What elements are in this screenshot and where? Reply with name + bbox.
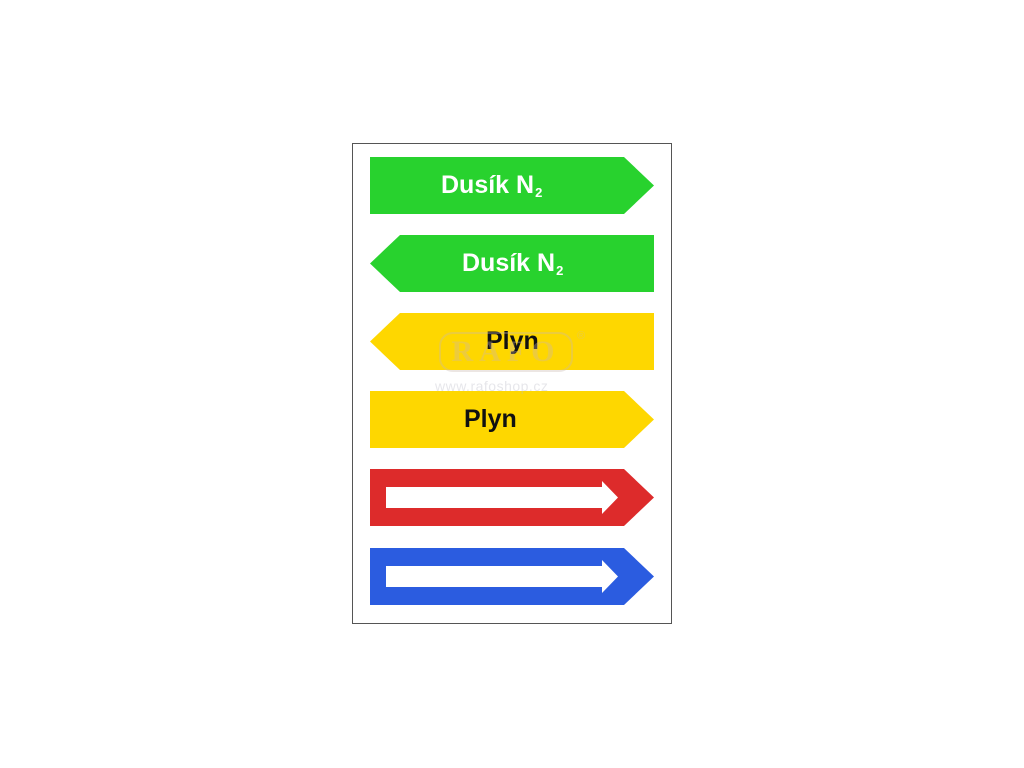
tag-text: Plyn (464, 405, 517, 433)
tag-text: Plyn (486, 327, 539, 355)
pipe-label-red-arrow (370, 469, 654, 526)
registered-mark: ® (577, 330, 586, 342)
pipe-label-nitrogen-right: Dusík N2 (370, 157, 654, 214)
pipe-label-blue-arrow (370, 548, 654, 605)
tag-arrow-shape (370, 313, 654, 370)
pipe-label-gas-left: Plyn (370, 313, 654, 370)
flow-arrow-icon (386, 481, 618, 514)
pipe-label-gas-right: Plyn (370, 391, 654, 448)
watermark: RAFO ® www.rafoshop.cz (435, 330, 605, 402)
tag-text: Dusík N2 (441, 171, 543, 200)
label-sheet: Dusík N2 Dusík N2 Plyn Plyn RAFO ® (352, 143, 672, 624)
tag-arrow-shape (370, 235, 654, 292)
tag-arrow-shape (370, 548, 654, 605)
watermark-logo: RAFO (439, 332, 573, 372)
tag-arrow-shape (370, 469, 654, 526)
tag-arrow-shape (370, 391, 654, 448)
tag-arrow-shape (370, 157, 654, 214)
flow-arrow-icon (386, 560, 618, 593)
tag-text: Dusík N2 (462, 249, 564, 278)
pipe-label-nitrogen-left: Dusík N2 (370, 235, 654, 292)
watermark-url: www.rafoshop.cz (435, 378, 549, 394)
